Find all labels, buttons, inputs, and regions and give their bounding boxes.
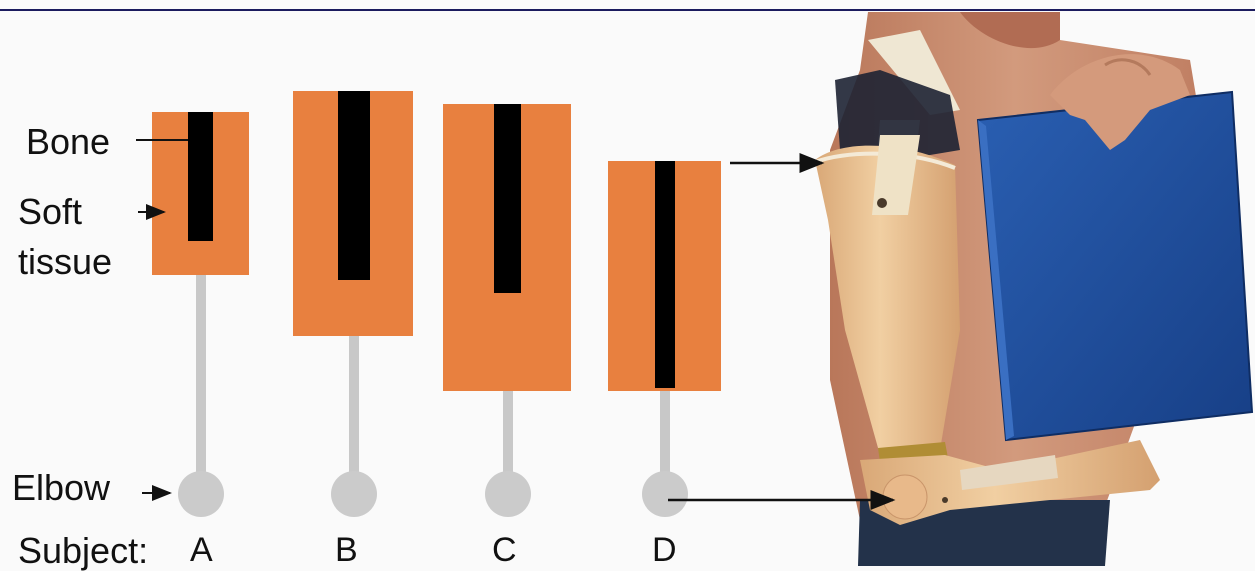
elbow-hinge [883,475,927,519]
strap-rivet-icon-2 [877,198,887,208]
hinge-screw-icon [942,497,948,503]
